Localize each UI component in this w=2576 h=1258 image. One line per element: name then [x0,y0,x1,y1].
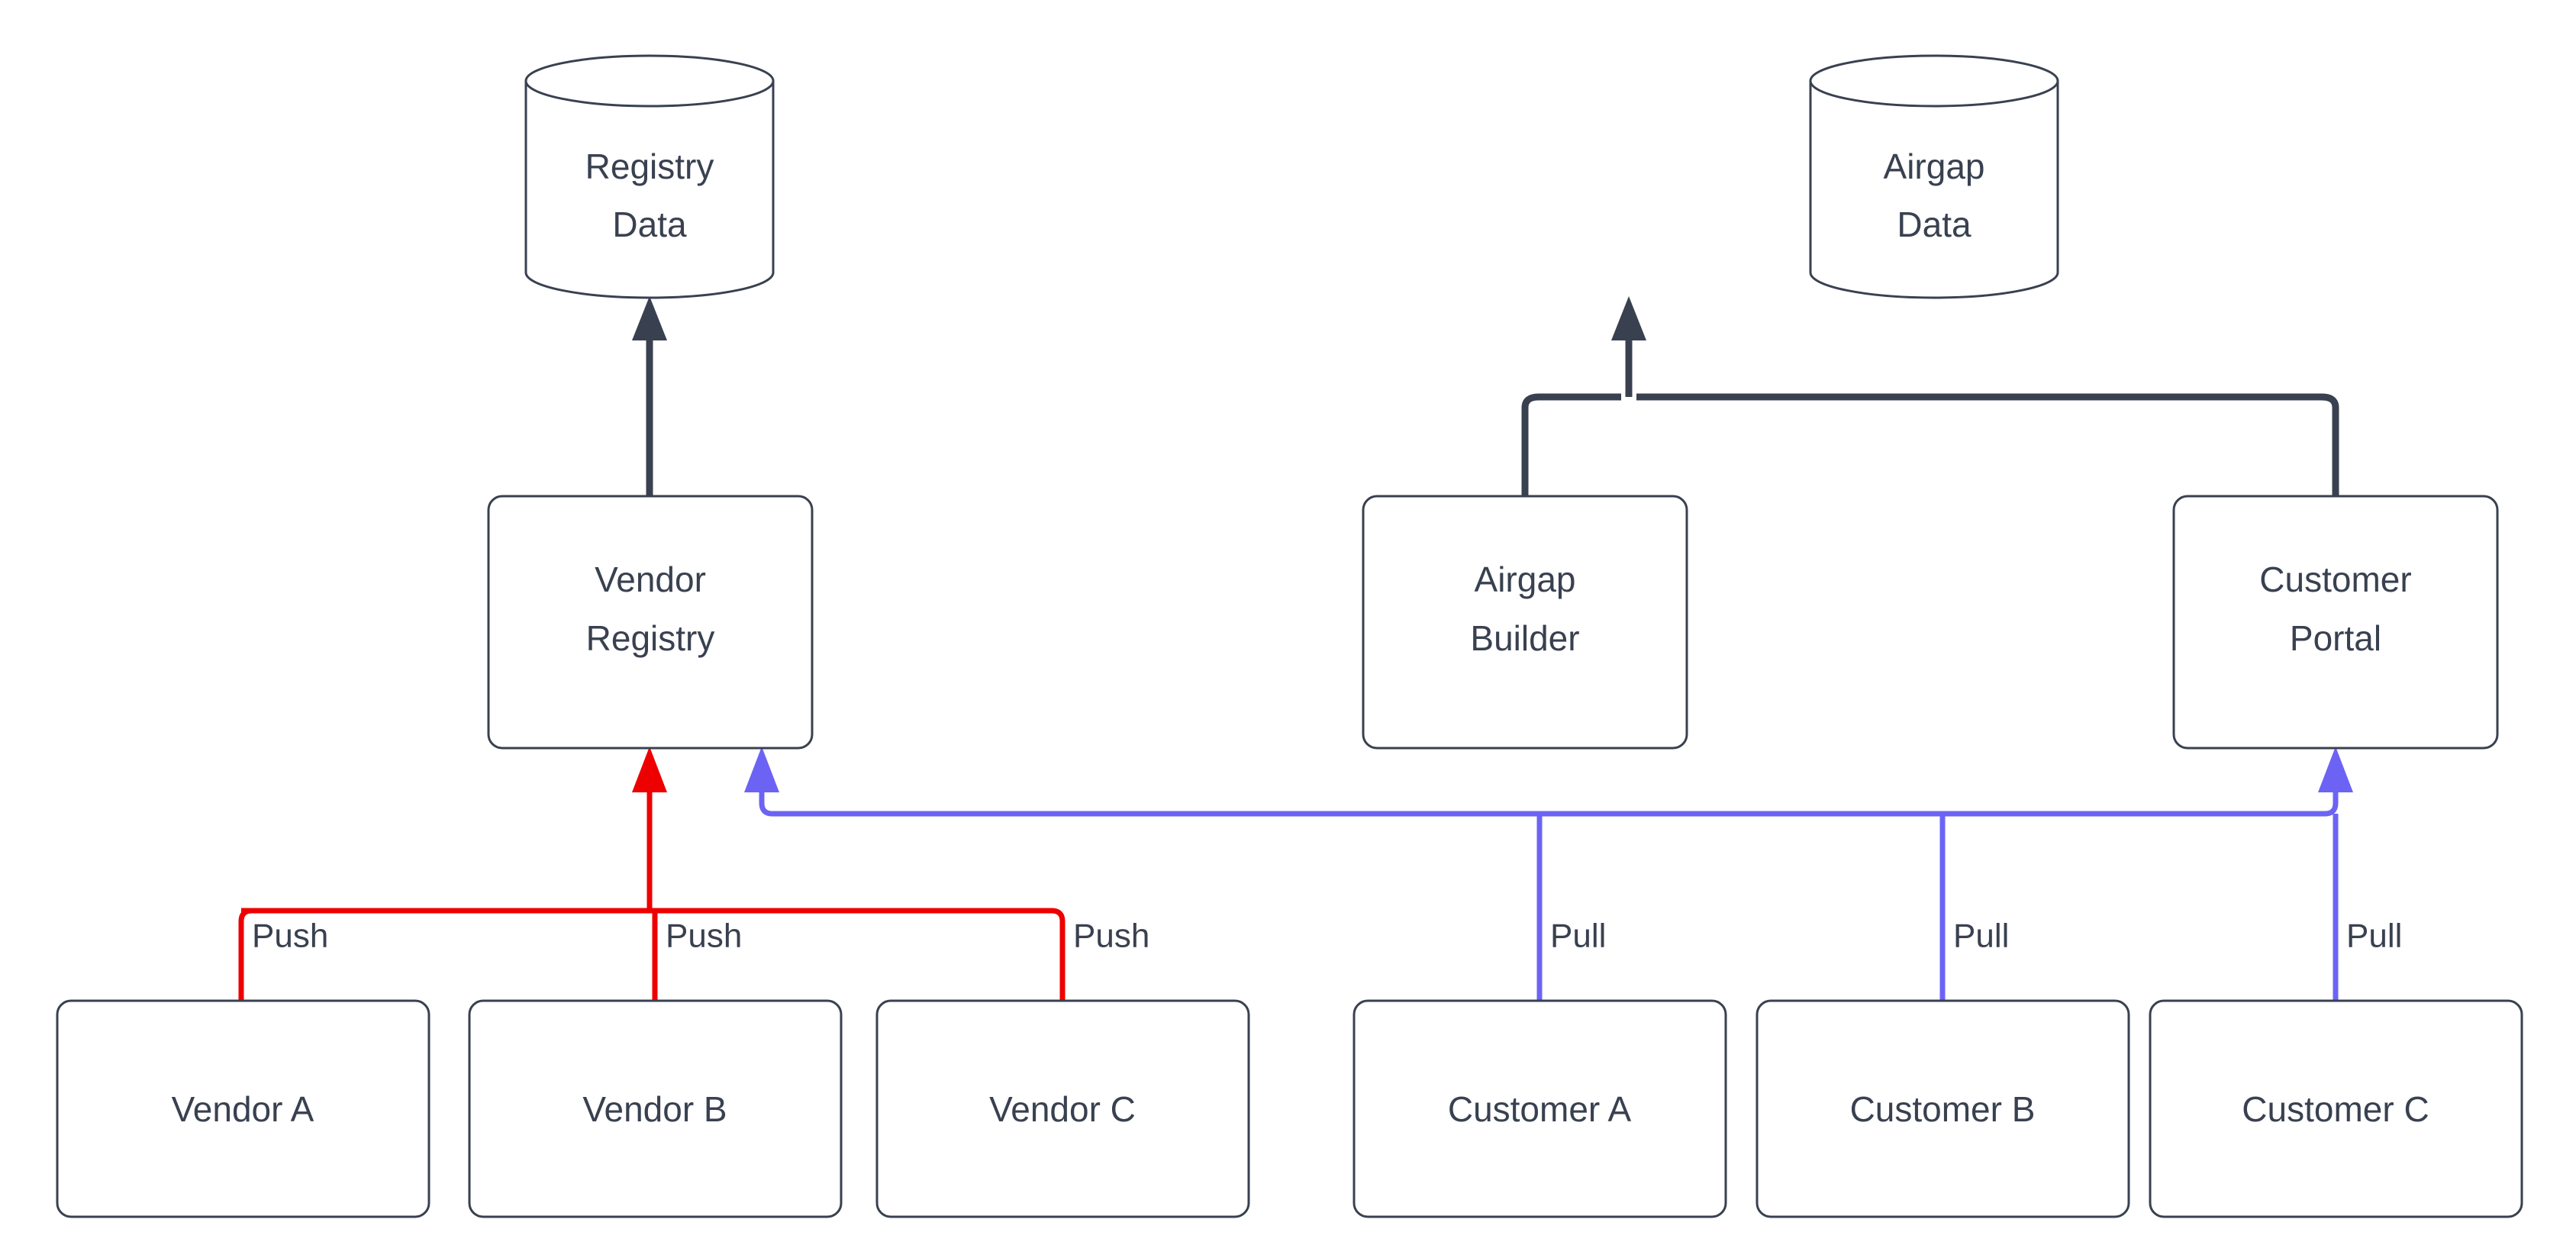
actor-vendor-a[interactable]: Vendor A [56,999,430,1218]
actor-label: Vendor A [172,1089,314,1129]
arrowhead-up-icon [632,747,667,792]
edge-label-push-2: Push [666,918,742,955]
edge-label-pull-3: Pull [2346,918,2402,955]
edge-airgap-data-riser [1611,296,1646,397]
actor-label: Customer A [1448,1089,1632,1129]
service-label-line1: Vendor [595,560,706,599]
edge-line [1521,393,1621,496]
service-box [487,495,814,750]
actor-label: Vendor B [582,1089,727,1129]
edge-pull-riser-right [2324,771,2339,817]
service-box [1362,495,1688,750]
actor-box [2149,999,2523,1218]
edge-line [1636,393,2339,496]
service-label-line2: Portal [2290,618,2381,658]
edge-push-vendor-c [1051,908,1066,1001]
edge-airgap-builder-to-airgap-data [1521,393,1621,496]
edge-pull-bus [744,747,2353,1001]
service-label-line2: Builder [1470,618,1579,658]
datastore-label-line1: Airgap [1884,147,1985,186]
actor-label: Customer C [2242,1089,2429,1129]
datastore-label-line2: Data [612,205,687,244]
service-box [2172,495,2499,750]
arrowhead-up-icon [2318,747,2353,792]
actor-box [1352,999,1727,1218]
actor-vendor-b[interactable]: Vendor B [468,999,843,1218]
service-label-line1: Airgap [1475,560,1576,599]
service-label-line1: Customer [2259,560,2411,599]
cylinder-top-ellipse [524,54,775,108]
actor-box [875,999,1250,1218]
datastore-label-line2: Data [1897,205,1971,244]
datastore-registry-data[interactable]: Registry Data [524,54,775,299]
actor-label: Vendor C [989,1089,1136,1129]
cylinder-top-ellipse [1809,54,2059,108]
edge-label-push-3: Push [1073,918,1149,955]
arrowhead-up-icon [632,296,667,340]
actor-customer-c[interactable]: Customer C [2149,999,2523,1218]
edge-push-vendor-a [238,908,253,1001]
service-airgap-builder[interactable]: Airgap Builder [1362,495,1688,750]
service-label-line2: Registry [586,618,715,658]
service-customer-portal[interactable]: Customer Portal [2172,495,2499,750]
actor-label: Customer B [1850,1089,2036,1129]
service-vendor-registry[interactable]: Vendor Registry [487,495,814,750]
cylinder-body [524,79,775,299]
edge-push-bus [238,747,1066,1001]
actor-box [1755,999,2130,1218]
actor-customer-a[interactable]: Customer A [1352,999,1727,1218]
cylinder-body [1809,79,2059,299]
edge-vendor-registry-to-registry-data [632,296,667,496]
edge-pull-riser-left [759,771,773,817]
actor-box [468,999,843,1218]
edge-label-pull-2: Pull [1953,918,2009,955]
actor-vendor-c[interactable]: Vendor C [875,999,1250,1218]
edge-customer-portal-to-airgap-data [1636,393,2339,496]
datastore-airgap-data[interactable]: Airgap Data [1809,54,2059,299]
arrowhead-up-icon [1611,296,1646,340]
datastore-label-line1: Registry [585,147,714,186]
actor-box [56,999,430,1218]
actor-customer-b[interactable]: Customer B [1755,999,2130,1218]
arrowhead-up-icon [744,747,779,792]
edge-label-push-1: Push [252,918,328,955]
edge-label-pull-1: Pull [1550,918,1606,955]
